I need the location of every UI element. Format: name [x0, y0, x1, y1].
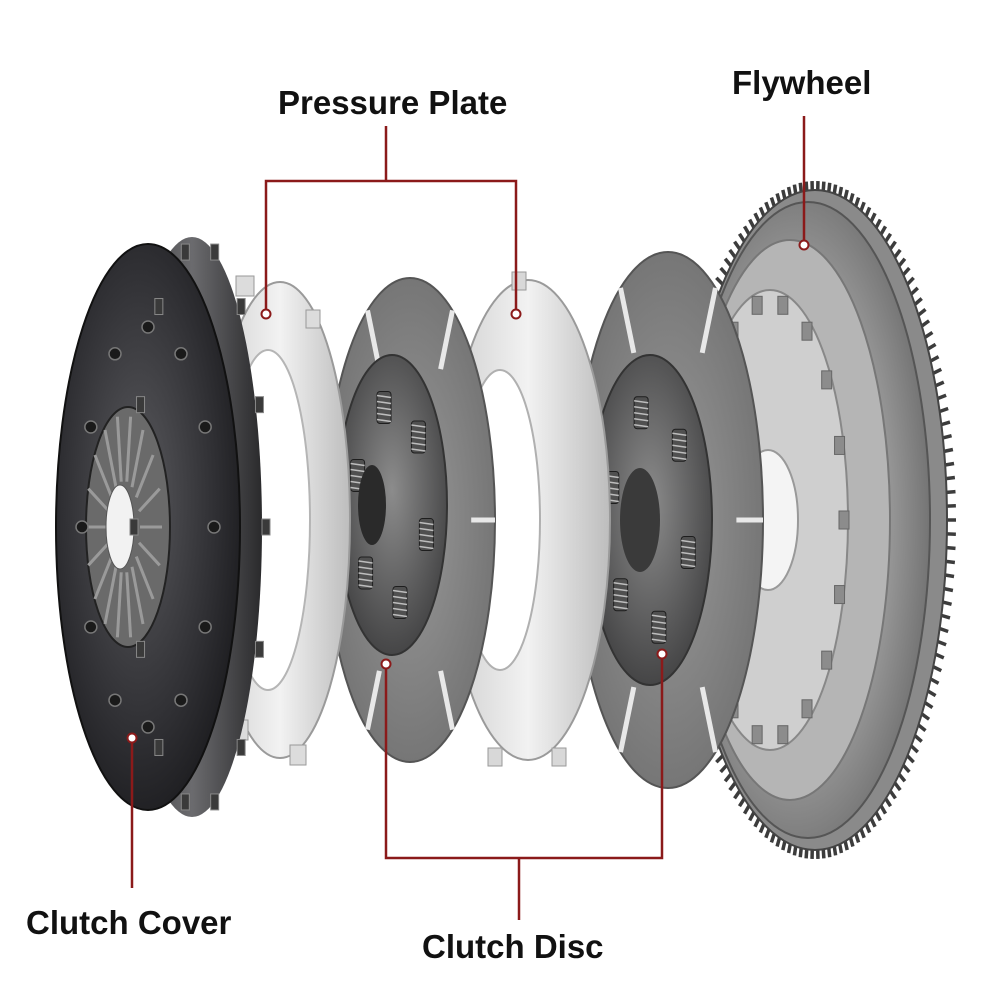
- label-clutch-disc: Clutch Disc: [422, 930, 604, 963]
- label-flywheel: Flywheel: [732, 66, 871, 99]
- clutch-cover-part: [56, 237, 270, 817]
- label-pressure-plate: Pressure Plate: [278, 86, 507, 119]
- dot-clutch-disc-front: [382, 660, 391, 669]
- label-clutch-cover: Clutch Cover: [26, 906, 231, 939]
- dot-pressure-plate-left: [262, 310, 271, 319]
- dot-flywheel: [800, 241, 809, 250]
- dot-clutch-cover: [128, 734, 137, 743]
- dot-clutch-disc-rear: [658, 650, 667, 659]
- dot-pressure-plate-right: [512, 310, 521, 319]
